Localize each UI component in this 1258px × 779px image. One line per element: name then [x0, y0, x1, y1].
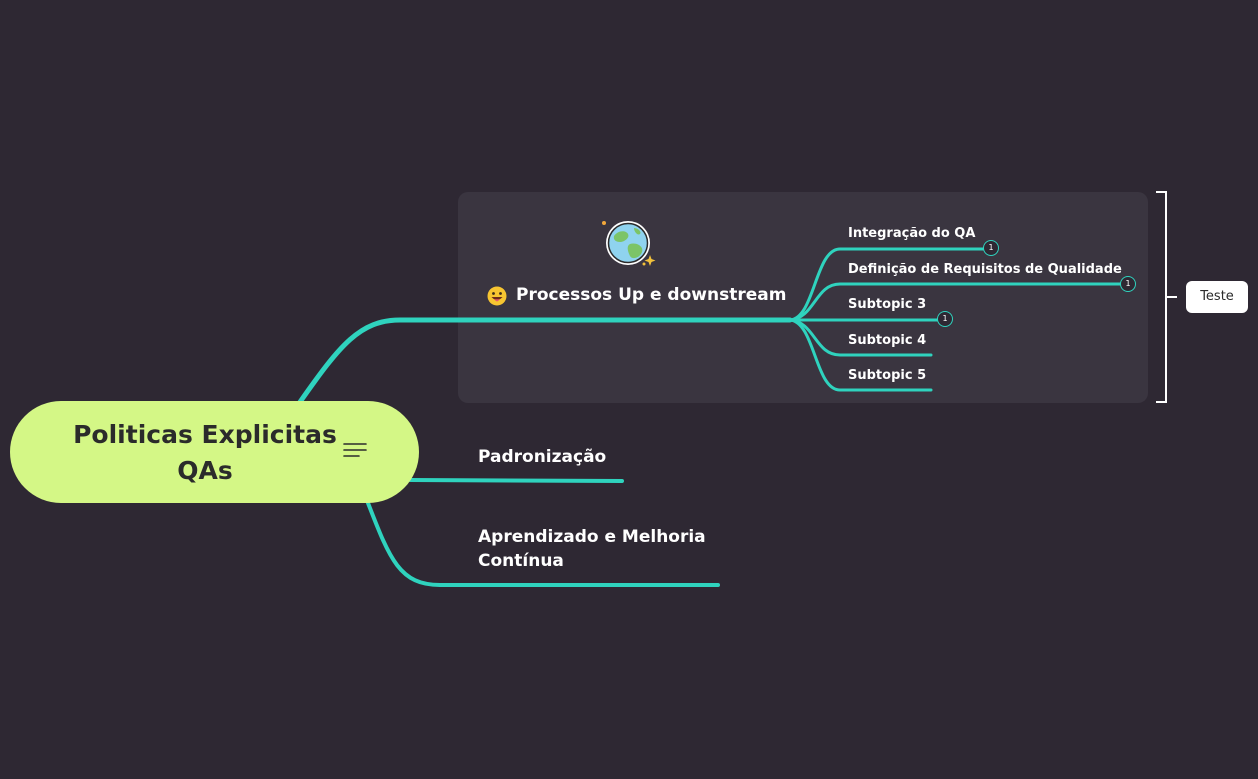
branch-central-to-padronizacao — [408, 478, 624, 483]
central-title-line2: QAs — [177, 456, 233, 485]
collapse-count-badge[interactable]: 1 — [1120, 276, 1136, 292]
topic-padronizacao[interactable]: Padronização — [478, 447, 607, 467]
central-topic-title: Politicas Explicitas QAs — [50, 417, 360, 489]
central-topic[interactable]: Politicas Explicitas QAs — [10, 401, 419, 503]
summary-bracket — [1156, 191, 1177, 403]
topic-aprendizado[interactable]: Aprendizado e Melhoria Contínua — [478, 525, 706, 573]
collapse-count-badge[interactable]: 1 — [983, 240, 999, 256]
topic-aprendizado-line2: Contínua — [478, 551, 564, 571]
topic-processos[interactable]: Processos Up e downstream — [516, 285, 787, 305]
central-title-line1: Politicas Explicitas — [73, 420, 337, 449]
grinning-tongue-face-icon — [487, 286, 507, 306]
subtopic-definicao[interactable]: Definição de Requisitos de Qualidade — [848, 262, 1122, 277]
collapse-count-badge[interactable]: 1 — [937, 311, 953, 327]
subtopic-integracao[interactable]: Integração do QA — [848, 226, 976, 241]
subtopic-5[interactable]: Subtopic 5 — [848, 368, 927, 383]
topic-aprendizado-line1: Aprendizado e Melhoria — [478, 527, 706, 547]
globe-icon — [602, 221, 656, 266]
subtopic-4[interactable]: Subtopic 4 — [848, 333, 927, 348]
notes-lines-icon[interactable] — [343, 441, 367, 461]
subtopic-3[interactable]: Subtopic 3 — [848, 297, 927, 312]
summary-topic-teste[interactable]: Teste — [1186, 281, 1248, 313]
